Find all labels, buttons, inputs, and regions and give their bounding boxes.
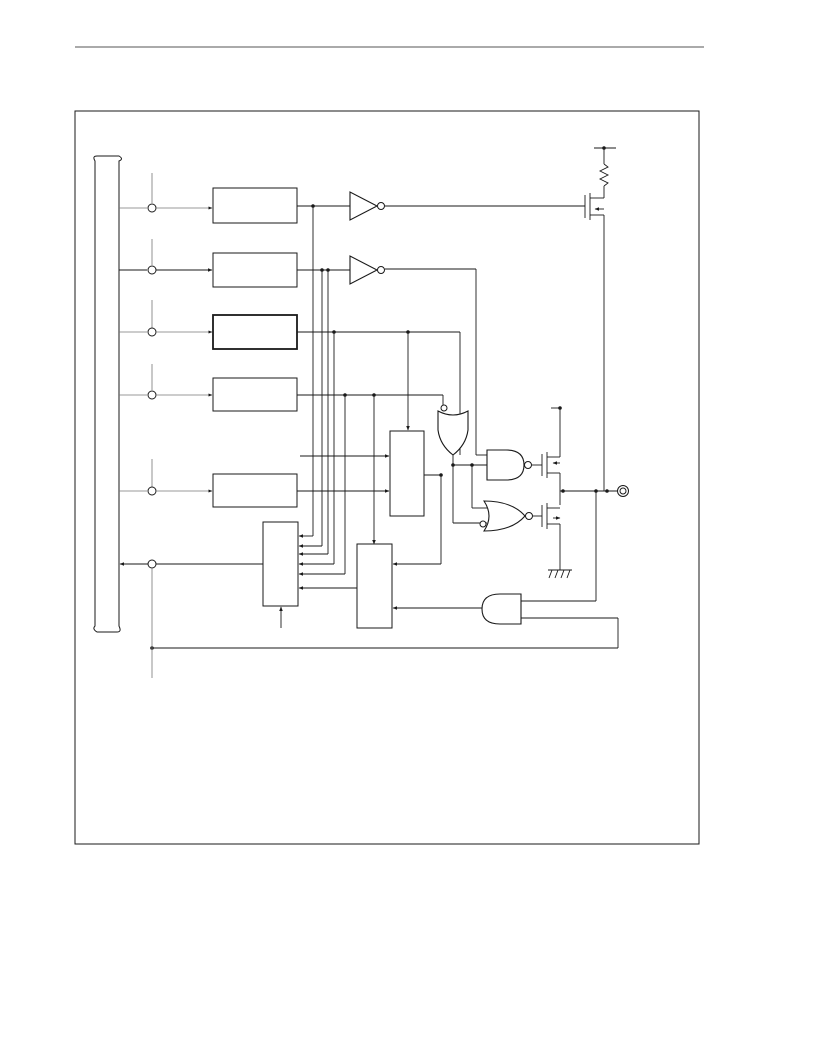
register-2 [212,252,298,288]
pmos-output-transistor [541,407,561,505]
pullup-resistor [594,147,616,196]
register-output-wires [297,205,461,545]
nand-gate [486,449,532,481]
and-gate [481,593,522,625]
internal-bus [93,155,122,633]
nor-gate [479,500,533,532]
pmos-pullup-transistor [584,193,605,491]
inverter-1 [349,191,385,221]
output-pin [617,485,629,497]
register-1 [212,187,298,224]
ground-symbol [548,569,572,579]
read-control-block [262,521,299,607]
figure-frame [74,110,700,845]
bus-taps [119,173,213,496]
inverter-2 [349,255,385,285]
output-control-block [356,543,393,629]
nmos-output-transistor [541,503,561,570]
feedback-wires [279,206,357,628]
register-3 [212,314,298,350]
selector-block [389,430,425,517]
junction-dots [150,146,609,650]
register-5 [212,473,298,508]
or-gate [437,404,469,456]
register-4 [212,377,298,412]
